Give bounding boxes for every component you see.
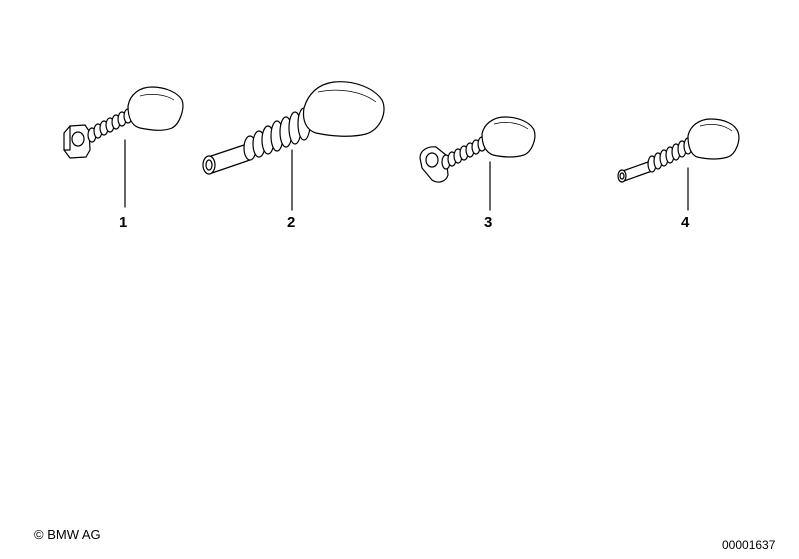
- diagram-id: 00001637: [722, 538, 776, 552]
- part-label-2: 2: [287, 214, 296, 231]
- grommet-part-1: [63, 86, 184, 159]
- part-label-3: 3: [484, 214, 493, 231]
- grommet-part-4: [617, 118, 740, 183]
- part-label-4: 4: [681, 214, 690, 231]
- part-label-1: 1: [119, 214, 128, 231]
- copyright-notice: © BMW AG: [34, 527, 101, 542]
- grommet-part-2: [202, 81, 385, 175]
- grommet-part-3: [419, 116, 536, 183]
